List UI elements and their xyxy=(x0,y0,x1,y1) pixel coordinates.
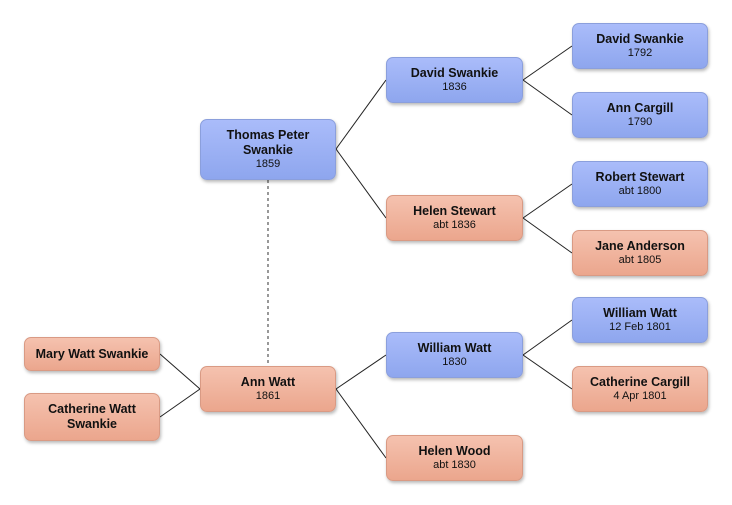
person-year: 12 Feb 1801 xyxy=(609,321,671,333)
person-name: Catherine Cargill xyxy=(589,375,691,389)
person-catherine-cargill[interactable]: Catherine Cargill 4 Apr 1801 xyxy=(572,366,708,412)
person-william-watt-1830[interactable]: William Watt 1830 xyxy=(386,332,523,378)
person-year: abt 1800 xyxy=(618,185,662,197)
person-name: Ann Watt xyxy=(240,375,296,389)
person-year: abt 1805 xyxy=(618,254,662,266)
connector-william-catherine xyxy=(522,354,573,390)
person-name: Ann Cargill xyxy=(606,101,674,115)
connector-thomas-helen xyxy=(335,148,387,219)
connector-helen-robert xyxy=(522,183,573,219)
person-name: William Watt xyxy=(603,306,677,320)
person-catherine-watt-swankie[interactable]: Catherine Watt Swankie xyxy=(24,393,160,441)
person-david-swankie-1836[interactable]: David Swankie 1836 xyxy=(386,57,523,103)
person-ann-watt[interactable]: Ann Watt 1861 xyxy=(200,366,336,412)
person-thomas-peter-swankie[interactable]: Thomas Peter Swankie 1859 xyxy=(200,119,336,180)
person-william-watt-1801[interactable]: William Watt 12 Feb 1801 xyxy=(572,297,708,343)
person-name: Jane Anderson xyxy=(595,239,685,253)
person-year: 1859 xyxy=(255,158,281,170)
person-robert-stewart[interactable]: Robert Stewart abt 1800 xyxy=(572,161,708,207)
connector-helen-jane xyxy=(522,217,573,254)
connector-mary-ann xyxy=(159,353,201,390)
connector-david-anncargill xyxy=(522,79,573,116)
person-name: Helen Stewart xyxy=(413,204,496,218)
person-ann-cargill[interactable]: Ann Cargill 1790 xyxy=(572,92,708,138)
connector-ann-william xyxy=(335,354,387,390)
person-name: David Swankie xyxy=(596,32,684,46)
person-year: abt 1830 xyxy=(433,459,476,471)
person-name: Thomas Peter Swankie xyxy=(226,128,310,157)
connector-catherine-ann xyxy=(159,388,201,418)
person-helen-wood[interactable]: Helen Wood abt 1830 xyxy=(386,435,523,481)
person-helen-stewart[interactable]: Helen Stewart abt 1836 xyxy=(386,195,523,241)
person-year: 1790 xyxy=(627,116,653,128)
connector-ann-helenwood xyxy=(335,388,387,459)
person-name: Mary Watt Swankie xyxy=(35,346,149,361)
connector-thomas-david xyxy=(335,79,387,150)
person-name: David Swankie xyxy=(410,66,499,80)
person-year: 1792 xyxy=(627,47,653,59)
person-year: 1830 xyxy=(442,356,467,368)
person-name: Robert Stewart xyxy=(595,170,685,184)
person-mary-watt-swankie[interactable]: Mary Watt Swankie xyxy=(24,337,160,371)
person-name: William Watt xyxy=(417,341,492,355)
person-year: abt 1836 xyxy=(433,219,476,231)
person-year: 1836 xyxy=(442,81,467,93)
person-year: 4 Apr 1801 xyxy=(613,390,667,402)
connector-david-david1792 xyxy=(522,45,573,81)
person-david-swankie-1792[interactable]: David Swankie 1792 xyxy=(572,23,708,69)
person-jane-anderson[interactable]: Jane Anderson abt 1805 xyxy=(572,230,708,276)
person-year: 1861 xyxy=(255,390,281,402)
person-name: Catherine Watt Swankie xyxy=(48,402,136,431)
person-name: Helen Wood xyxy=(418,444,491,458)
connector-william-william1801 xyxy=(522,319,573,356)
